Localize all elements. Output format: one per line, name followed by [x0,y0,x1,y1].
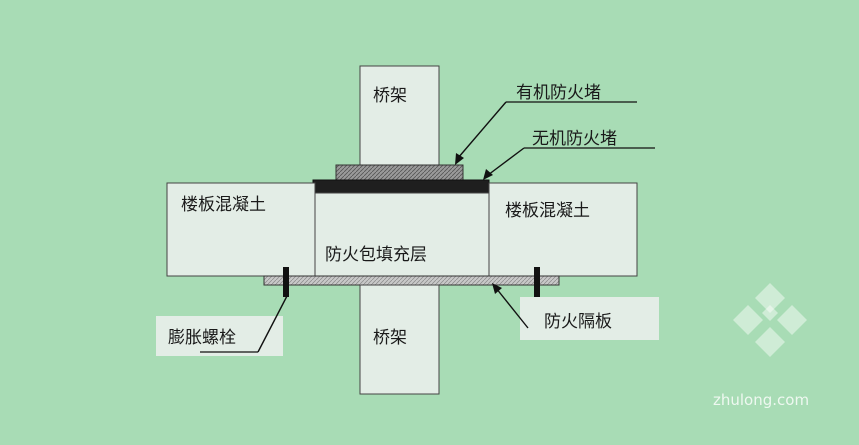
arrow-inorganic [483,169,493,180]
expansion-bolt-label: 膨胀螺栓 [168,328,236,348]
watermark-text: zhulong.com [713,391,809,409]
floor-concrete-right [488,182,638,277]
floor-concrete-left-label: 楼板混凝土 [181,195,266,215]
fire-partition-plate [263,275,560,286]
inorganic-fire-plug [312,179,490,194]
expansion-bolt-label-box [156,316,283,356]
expansion-bolt-right [534,267,540,297]
leader-organic [457,101,507,159]
floor-concrete-right-label: 楼板混凝土 [505,201,590,221]
leader-partition [495,287,529,329]
cable-tray-bottom [359,284,440,395]
cable-tray-bottom-label: 桥架 [373,328,407,348]
organic-fire-plug [335,164,464,182]
fire-bag-fill-label: 防火包填充层 [325,245,427,265]
cable-tray-top-label: 桥架 [373,86,407,106]
arrow-partition [492,283,502,294]
fire-bag-fill-layer [314,192,490,277]
organic-fire-plug-label: 有机防火堵 [516,83,601,103]
arrow-organic [455,153,464,165]
floor-concrete-left [166,182,316,277]
watermark-logo [733,283,807,357]
cable-tray-top [359,65,440,171]
fire-partition-label-box [520,297,659,340]
inorganic-fire-plug-label: 无机防火堵 [532,129,617,149]
expansion-bolt-left [283,267,289,297]
leader-inorganic [487,147,525,176]
leader-bolt [257,295,288,353]
fire-partition-label: 防火隔板 [544,312,612,332]
